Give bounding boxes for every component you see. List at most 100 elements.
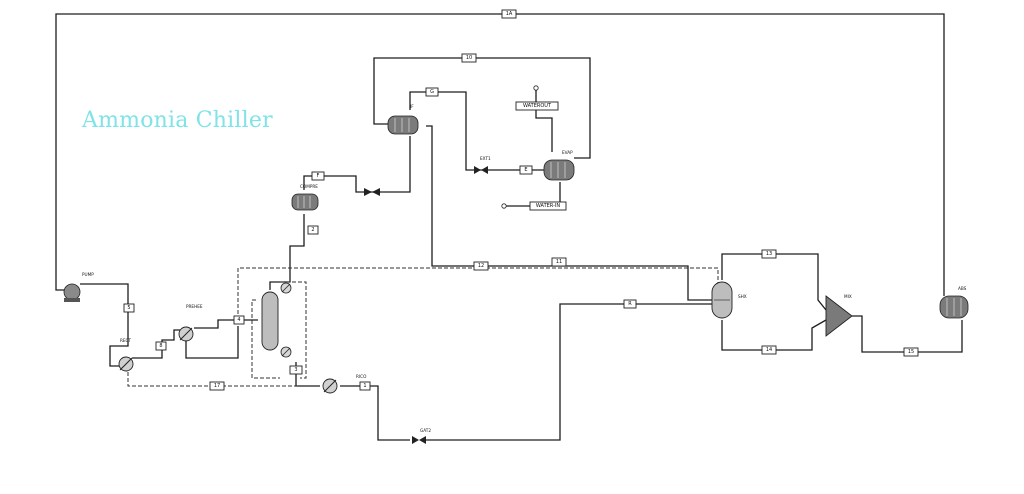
stream-label: 12 [473,261,489,271]
gat2-valve[interactable]: GAT2 [412,428,431,444]
stream-label: 8 [155,341,167,351]
rico-tag: RICO [356,374,367,379]
svg-text:G: G [430,89,434,95]
diagram-title: Ammonia Chiller [82,108,273,133]
if-unit[interactable]: IF [387,104,419,135]
stream-if-top-loop [373,57,591,159]
water-in-label: WATER-IN [536,203,560,209]
stream-label: 2 [307,225,319,235]
shx-tag: SHX [738,294,747,299]
valve-icon [364,188,372,196]
column-unit[interactable] [261,282,292,358]
compre-unit[interactable]: COMPRE [291,184,319,211]
stream-label: F [311,171,325,181]
abs-unit[interactable]: ABS [939,286,969,319]
stream-label: 3 [289,365,303,375]
stream-column-top [269,214,305,290]
svg-text:13: 13 [766,251,772,257]
stream-valve2-shx [426,303,712,441]
ext1-tag: EXT1 [480,156,491,161]
svg-text:15: 15 [908,349,914,355]
stream-pump-rect [80,283,129,367]
svg-text:17: 17 [214,383,220,389]
stream-if-evap [409,91,544,171]
water-out-label: WATEROUT [523,103,552,109]
pump-tag: PUMP [82,272,94,277]
pump-base [64,298,80,302]
rect-unit[interactable]: RECT [118,338,134,372]
stream-top-recycle [55,13,945,296]
stream-rect-prehe [132,329,180,359]
compre-vessel-icon [291,193,319,211]
stream-mix-abs [852,315,963,353]
svg-text:R: R [628,301,632,307]
stream-label: 15 [903,347,919,357]
dash-column-left [251,299,280,379]
mix-tag: MIX [844,294,852,299]
svg-text:F: F [317,173,320,179]
stream-label: G [425,87,439,97]
evap-tag: EVAP [562,150,573,155]
stream-cooler-valve2 [340,385,410,441]
prehe-tag: PREHEE [186,304,203,309]
stream-shx-mix-top [721,253,827,311]
svg-text:14: 14 [766,347,772,353]
pump-unit[interactable]: PUMP [63,272,94,302]
evap-unit[interactable]: EVAP [543,150,575,181]
rico-unit[interactable]: RICO [322,374,367,394]
dash-column-box [280,281,307,379]
stream-label: 10 [461,53,477,63]
pump-icon [63,283,81,301]
water-in-port: WATER-IN [501,201,567,211]
svg-text:10: 10 [466,55,472,61]
mixer-icon [825,295,853,337]
dashed-lines [127,267,719,387]
svg-text:E: E [524,167,527,173]
column-icon [261,291,279,351]
stream-compre-if [303,136,411,193]
valve-compre[interactable] [364,188,380,196]
svg-text:12: 12 [478,263,484,269]
prehe-unit[interactable]: PREHEE [178,304,203,342]
stream-label: 1 [359,381,371,391]
stream-label: 4 [233,315,245,325]
valve-icon [474,166,481,174]
stream-prehe-column [194,319,258,329]
port-icon [533,85,539,91]
svg-text:3: 3 [294,367,297,373]
if-vessel-icon [387,115,419,135]
if-tag: IF [410,104,414,109]
svg-text:1: 1 [363,383,366,389]
stream-shx-mix-bottom [721,319,827,351]
mix-unit[interactable]: MIX [825,294,853,337]
compre-tag: COMPRE [300,184,318,189]
port-icon [501,203,507,209]
dash-lower-recycle [127,372,300,387]
stream-label: 13 [761,249,777,259]
stream-lines [55,13,963,441]
valve-icon [412,436,419,444]
ext1-valve[interactable]: EXT1 [474,156,491,174]
stream-label: 14 [761,345,777,355]
shx-unit[interactable]: SHX [711,281,747,319]
stream-label: 1A [501,9,517,19]
svg-text:11: 11 [556,259,562,265]
stream-label: 17 [209,381,225,391]
stream-water-out [535,90,553,152]
stream-label: 5 [123,303,135,313]
svg-text:4: 4 [237,317,240,323]
stream-label: 11 [551,257,567,267]
svg-text:8: 8 [159,343,162,349]
abs-tag: ABS [958,286,967,291]
svg-text:1A: 1A [506,11,513,17]
evap-vessel-icon [543,159,575,181]
svg-text:5: 5 [127,305,130,311]
gat2-tag: GAT2 [420,428,431,433]
stream-label: R [623,299,637,309]
stream-label: E [519,165,533,175]
svg-text:2: 2 [311,227,314,233]
dash-upper-recycle [237,267,719,320]
rect-tag: RECT [120,338,131,343]
stream-labels: 1A 10 G E F 2 12 11 13 R 5 8 4 17 3 1 14… [123,9,919,391]
